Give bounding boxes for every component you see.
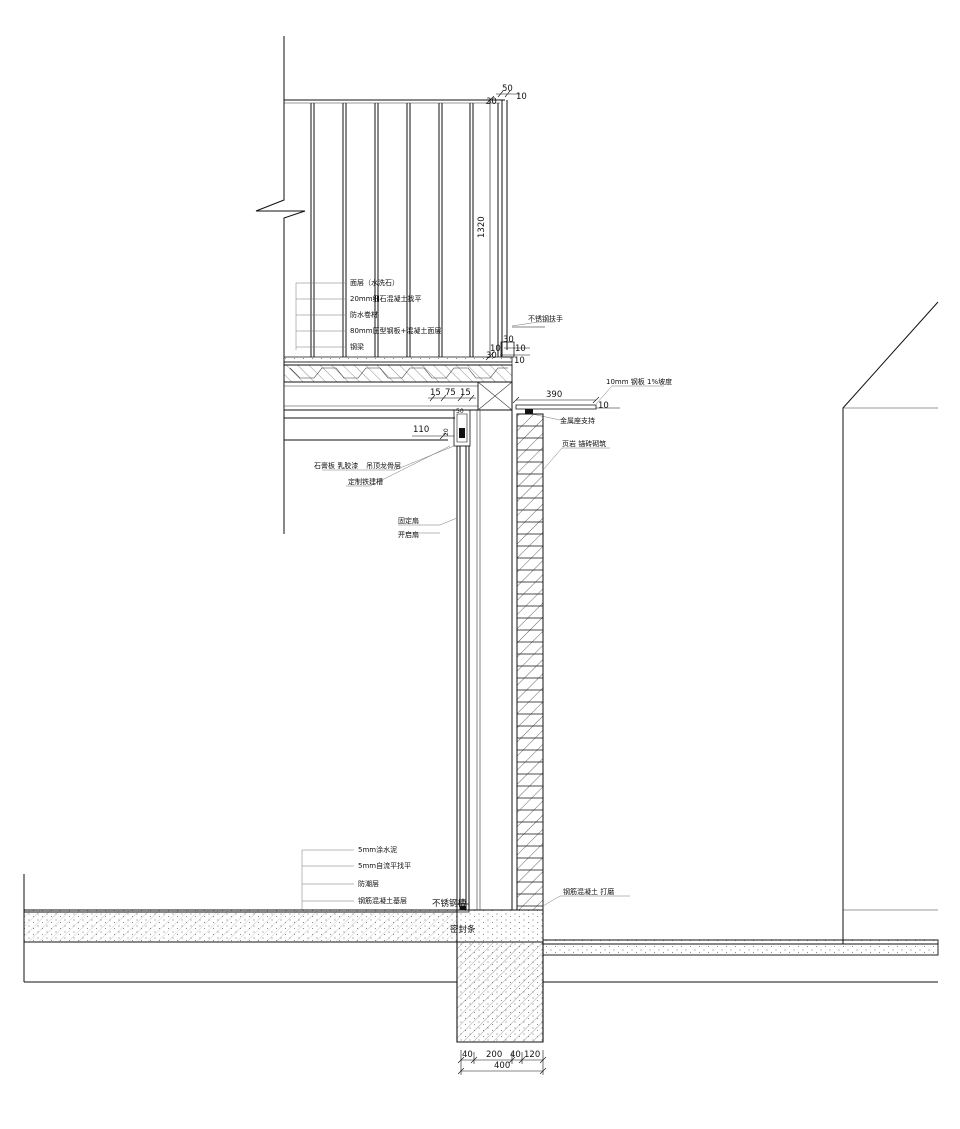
floor-finish-layer — [284, 357, 512, 362]
canopy-group: 390 10 10mm 钢板 1%坡度 金属座支持 页岩 锚砖砌筑 — [512, 377, 672, 910]
dim-beam-15-left: 15 — [430, 388, 441, 398]
dim-edge-10-c: 10 — [514, 356, 525, 366]
dim-base-120: 120 — [524, 1050, 540, 1060]
brick-wall — [517, 414, 543, 910]
dim-frame-110: 110 — [413, 425, 429, 435]
dim-beam-75: 75 — [445, 388, 456, 398]
dim-frame-50: 50 — [456, 408, 464, 415]
label-floor-layer-4: 80mm压型钢板+混凝土面层 — [350, 326, 441, 335]
label-floor-layer-2: 20mm细石混凝土找平 — [350, 294, 422, 303]
label-metal-support: 金属座支持 — [560, 416, 595, 425]
dim-edge-30-lower: 30 — [486, 351, 497, 361]
exterior-pavement — [543, 940, 938, 955]
window-group: 固定扇 开启扇 — [398, 410, 480, 910]
label-brick-note: 页岩 锚砖砌筑 — [562, 439, 606, 448]
label-stainless-rail: 不锈钢扶手 — [528, 314, 563, 323]
label-floor-layer-5: 钢梁 — [350, 342, 364, 351]
label-floor-layer-1: 面层（水洗石） — [350, 278, 399, 287]
stainless-slot-detail — [457, 904, 469, 912]
label-stainless-slot: 不锈钢槽 — [432, 898, 467, 909]
floor-layer-callouts — [296, 283, 345, 350]
steel-beam — [284, 382, 512, 410]
label-seal-strip: 密封条 — [450, 924, 476, 935]
dim-edge-10-a: 10 — [490, 344, 501, 354]
label-floor-layer-3: 防水卷材 — [350, 310, 378, 319]
dim-edge-30-upper: 30 — [503, 335, 514, 345]
label-fixed-leaf: 固定扇 — [398, 516, 419, 525]
label-ceiling-note-3: 定制铁建槽 — [348, 477, 383, 486]
dim-base-400: 400 — [494, 1061, 510, 1071]
adjacent-building — [843, 302, 938, 944]
dim-base-40-right: 40 — [510, 1050, 521, 1060]
rail-fixing-plate — [501, 342, 514, 357]
dim-beam-15-right: 15 — [460, 388, 471, 398]
label-ceiling-note-2: 吊顶龙骨层 — [366, 461, 401, 470]
canopy-support — [525, 409, 533, 414]
brick-courses — [517, 426, 543, 906]
upper-floor-group: 1320 50 10 30 面层（水洗石） 20mm细石混凝土找平 防水卷材 8… — [256, 36, 563, 534]
label-ground-layer-1: 5mm涂水泥 — [358, 845, 397, 854]
window-fixed-leaf — [457, 446, 469, 910]
dim-frame-20: 20 — [443, 428, 450, 436]
label-open-leaf: 开启扇 — [398, 530, 419, 539]
label-ceiling-note-1: 石膏板 乳胶漆 — [314, 461, 358, 470]
canopy-steel-plate — [516, 405, 596, 409]
left-break-line — [256, 36, 305, 534]
label-ground-layer-3: 防潮层 — [358, 879, 379, 888]
dim-canopy-390: 390 — [546, 390, 562, 400]
dim-edge-10-b: 10 — [515, 344, 526, 354]
dim-rail-top-50: 50 — [502, 84, 513, 94]
dim-rail-top-30: 30 — [486, 97, 497, 107]
railing-balusters — [311, 100, 507, 357]
dim-rail-top-10: 10 — [516, 92, 527, 102]
label-footing-note: 钢筋混凝土 打磨 — [563, 887, 614, 896]
dim-base-40-left: 40 — [462, 1050, 473, 1060]
label-canopy-plate: 10mm 钢板 1%坡度 — [606, 377, 672, 386]
label-ground-layer-2: 5mm自流平找平 — [358, 861, 411, 870]
floor-concrete-slab — [284, 365, 512, 382]
steel-deck-profile — [290, 368, 508, 378]
dim-canopy-10: 10 — [598, 401, 609, 411]
dim-base-200: 200 — [486, 1050, 502, 1060]
label-ground-layer-4: 钢筋混凝土基层 — [358, 896, 407, 905]
ground-floor-group: 5mm涂水泥 5mm自流平找平 防潮层 钢筋混凝土基层 不锈钢槽 密封条 钢筋混… — [24, 845, 938, 1075]
dim-rail-height-1320: 1320 — [477, 216, 487, 238]
